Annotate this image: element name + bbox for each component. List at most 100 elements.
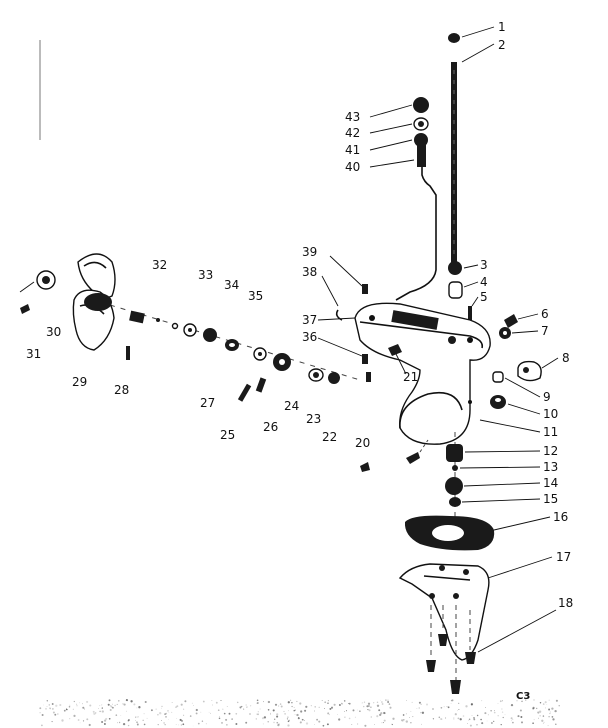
scan-speck <box>280 705 283 708</box>
part-13-pin[interactable] <box>452 465 458 471</box>
scan-speck <box>120 715 122 716</box>
scan-speck <box>143 713 145 715</box>
part-41-grommet[interactable] <box>414 133 428 147</box>
part-42-washer[interactable] <box>413 117 429 131</box>
part-12-bearing[interactable] <box>446 444 463 462</box>
part-30-cone[interactable] <box>36 270 56 290</box>
part-15-washer[interactable] <box>449 497 461 507</box>
scan-speck <box>383 719 386 722</box>
scan-speck <box>287 716 289 718</box>
scan-speck <box>112 706 114 709</box>
scan-speck <box>101 704 103 706</box>
scan-speck <box>256 702 258 704</box>
part-34-bushing[interactable] <box>203 328 217 342</box>
label-27: 27 <box>200 396 215 410</box>
label-43: 43 <box>345 110 360 124</box>
scan-speck <box>82 720 85 722</box>
part-7-nut[interactable] <box>499 327 511 339</box>
scan-speck <box>500 723 502 726</box>
scan-speck <box>167 710 169 712</box>
scan-speck <box>542 703 545 705</box>
scan-speck <box>499 700 502 703</box>
part-35-bearing[interactable] <box>225 339 239 351</box>
scan-speck <box>447 706 450 709</box>
scan-speck <box>316 718 318 721</box>
part-39-plug[interactable] <box>362 284 368 294</box>
label-1: 1 <box>498 20 506 34</box>
label-28: 28 <box>114 383 129 397</box>
scan-speck <box>259 708 261 710</box>
part-14-gear[interactable] <box>445 477 463 495</box>
label-23: 23 <box>306 412 321 426</box>
part-23-clip[interactable] <box>308 368 324 382</box>
part-3-grommet[interactable] <box>448 261 462 275</box>
scan-speck <box>487 714 489 716</box>
scan-speck <box>239 706 242 709</box>
scan-speck <box>370 706 372 708</box>
scan-speck <box>197 722 200 725</box>
scan-speck <box>56 713 59 715</box>
part-4-bushing[interactable] <box>448 281 463 299</box>
scan-speck <box>421 723 422 725</box>
part-20-screw[interactable] <box>360 439 429 472</box>
scan-speck <box>421 711 425 714</box>
part-28-pin[interactable] <box>126 346 130 360</box>
label-8: 8 <box>562 351 570 365</box>
part-9-plug[interactable] <box>492 371 504 383</box>
scan-speck <box>467 723 468 724</box>
scan-speck <box>114 704 116 707</box>
scan-speck <box>376 701 379 704</box>
scan-speck <box>493 711 496 714</box>
scan-speck <box>212 704 213 706</box>
part-2-shift-rod[interactable] <box>451 62 457 267</box>
part-26-spring[interactable] <box>255 377 267 393</box>
part-38-screw[interactable] <box>366 372 371 382</box>
part-21-screw[interactable] <box>388 344 402 356</box>
scan-speck <box>116 703 118 705</box>
part-1-rod-cap[interactable] <box>448 33 460 43</box>
part-43-seal[interactable] <box>413 97 429 113</box>
label-5: 5 <box>480 290 488 304</box>
part-40-water-tube[interactable] <box>395 145 437 301</box>
part-16-gasket[interactable] <box>404 515 495 551</box>
scan-speck <box>48 704 51 706</box>
scan-speck <box>46 705 48 707</box>
scan-speck <box>287 701 290 704</box>
part-33-washer[interactable] <box>183 323 197 337</box>
scan-speck <box>314 710 316 712</box>
part-32-spring[interactable] <box>129 310 145 324</box>
part-36-screw[interactable] <box>362 354 368 364</box>
scan-speck <box>304 709 307 712</box>
part-5-pin[interactable] <box>468 306 472 320</box>
part-22-washer[interactable] <box>328 372 340 384</box>
scan-speck <box>392 717 395 720</box>
scan-speck <box>539 715 541 717</box>
scan-speck <box>93 712 96 715</box>
part-25-pin[interactable] <box>237 383 252 402</box>
scan-speck <box>298 716 300 719</box>
scan-speck <box>157 713 159 716</box>
scan-speck <box>554 709 557 713</box>
part-37-clip[interactable] <box>335 309 343 321</box>
scan-speck <box>41 724 43 727</box>
scan-speck <box>171 711 173 713</box>
part-17-skeg[interactable] <box>398 563 490 661</box>
scan-speck <box>294 709 296 711</box>
scan-speck <box>333 703 336 706</box>
part-8-seal[interactable] <box>517 360 542 382</box>
part-27-washer[interactable] <box>253 347 267 361</box>
part-18-screws[interactable] <box>426 605 476 694</box>
scan-speck <box>481 722 484 725</box>
scan-speck <box>103 723 106 725</box>
scan-speck <box>547 725 549 727</box>
part-29-propeller[interactable] <box>72 253 116 351</box>
part-11-gear-housing[interactable] <box>354 302 491 445</box>
part-10-nut[interactable] <box>490 395 506 409</box>
scan-speck <box>454 713 457 716</box>
scan-speck <box>122 722 126 726</box>
part-31-pin[interactable] <box>20 304 30 314</box>
scan-speck <box>51 721 53 723</box>
scan-speck <box>276 713 279 716</box>
part-24-gear[interactable] <box>273 353 291 371</box>
part-6-screw[interactable] <box>504 314 518 328</box>
